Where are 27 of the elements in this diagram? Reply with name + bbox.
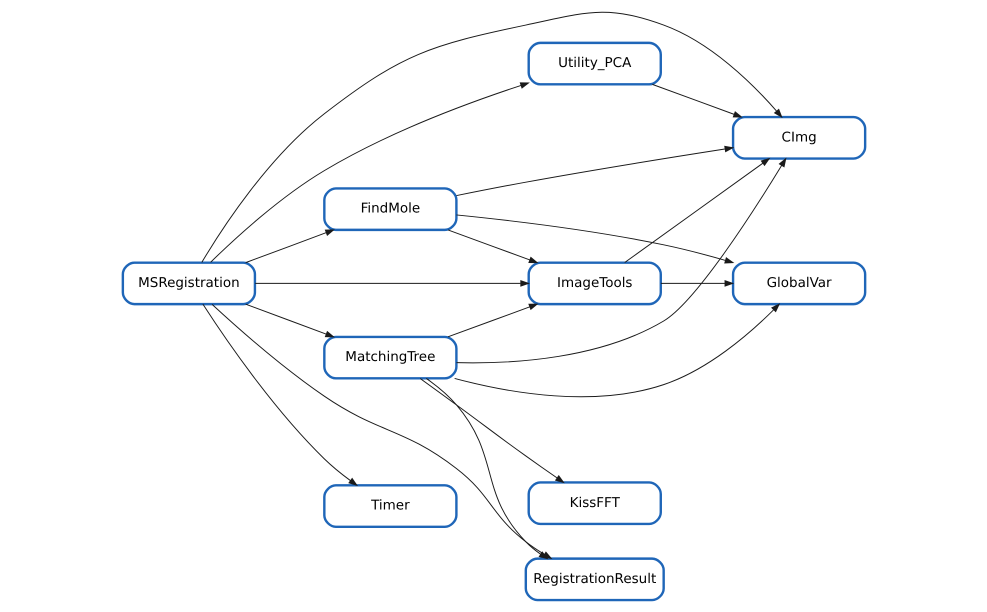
arrow: [254, 280, 530, 287]
arrow: [456, 146, 734, 196]
arrow: [660, 280, 734, 287]
arrow: [456, 157, 786, 364]
arrow: [447, 229, 538, 264]
node-box: KissFFT: [527, 481, 662, 526]
node-box: Timer: [322, 484, 458, 528]
arrow: [202, 304, 358, 486]
arrow: [455, 214, 734, 264]
node-box: MSRegistration: [121, 261, 256, 306]
arrow: [210, 82, 530, 263]
node-box: FindMole: [322, 187, 458, 232]
arrow: [447, 304, 538, 338]
node-box: ImageTools: [527, 261, 662, 306]
node-box: Utility_PCA: [527, 42, 662, 86]
node-box: MatchingTree: [322, 336, 458, 380]
arrow: [425, 378, 548, 560]
arrow: [200, 12, 782, 263]
arrow: [244, 304, 334, 338]
arrow: [454, 303, 780, 398]
arrow: [651, 84, 742, 118]
node-box: RegistrationResult: [524, 557, 664, 602]
node-box: CImg: [731, 116, 866, 160]
node-box: GlobalVar: [731, 261, 866, 306]
arrow: [244, 229, 334, 264]
arrow: [624, 158, 770, 264]
arrow: [419, 378, 564, 484]
